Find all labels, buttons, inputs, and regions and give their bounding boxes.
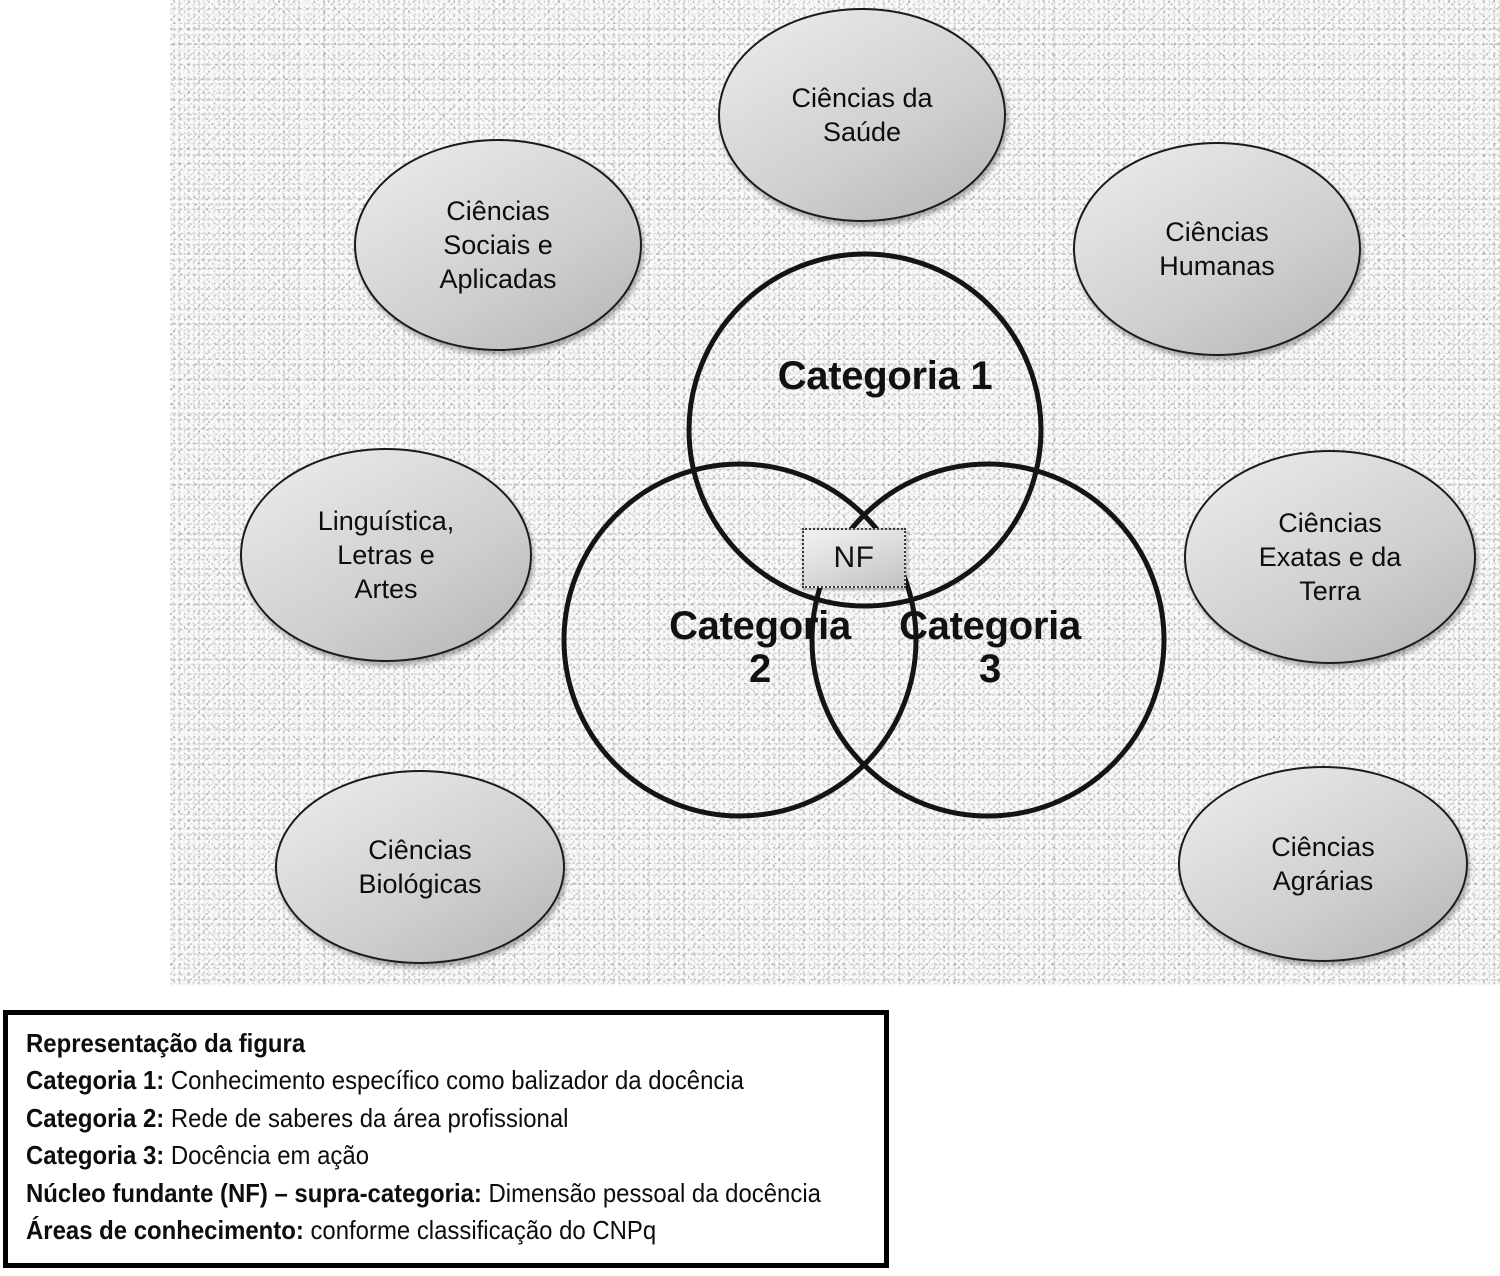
nucleo-fundante-box: NF (802, 528, 906, 588)
legend-box: Representação da figura Categoria 1: Con… (3, 1010, 889, 1268)
nucleo-fundante-label: NF (833, 541, 875, 574)
legend-row-categoria-1: Categoria 1: Conhecimento específico com… (26, 1062, 815, 1099)
area-ellipse-ciencias-sociais-e-aplicadas: Ciências Sociais e Aplicadas (354, 139, 642, 351)
legend-row-label: Áreas de conhecimento: (26, 1215, 304, 1246)
area-ellipse-ciencias-humanas: Ciências Humanas (1073, 142, 1361, 356)
venn-circle-categoria-2 (561, 461, 919, 819)
area-ellipse-ciencias-agrarias: Ciências Agrárias (1178, 766, 1468, 962)
legend-row-areas-de-conhecimento: Áreas de conhecimento: conforme classifi… (26, 1212, 815, 1249)
legend-row-value: Dimensão pessoal da docência (481, 1177, 821, 1208)
legend-row-label: Categoria 2: (26, 1102, 165, 1133)
legend-row-value: Rede de saberes da área profissional (164, 1102, 569, 1133)
venn-label-categoria-3: Categoria 3 (899, 604, 1081, 692)
legend-title: Representação da figura (26, 1025, 815, 1062)
area-ellipse-ciencias-da-saude: Ciências da Saúde (718, 8, 1006, 222)
figure-canvas: Categoria 1 Categoria 2 Categoria 3 NF C… (170, 0, 1500, 986)
legend-row-categoria-2: Categoria 2: Rede de saberes da área pro… (26, 1100, 815, 1137)
legend-title-text: Representação da figura (26, 1028, 306, 1058)
legend-row-value: conforme classificação do CNPq (303, 1215, 657, 1246)
venn-label-categoria-2: Categoria 2 (669, 604, 851, 692)
legend-row-label: Núcleo fundante (NF) – supra-categoria: (26, 1177, 482, 1208)
legend-row-value: Docência em ação (164, 1140, 370, 1171)
area-ellipse-ciencias-biologicas: Ciências Biológicas (275, 770, 565, 964)
legend-row-value: Conhecimento específico como balizador d… (164, 1065, 744, 1096)
legend-row-nucleo-fundante: Núcleo fundante (NF) – supra-categoria: … (26, 1175, 821, 1212)
venn-circle-categoria-3 (809, 461, 1167, 819)
legend-row-label: Categoria 3: (26, 1140, 165, 1171)
venn-circle-categoria-1 (686, 251, 1044, 609)
legend-row-categoria-3: Categoria 3: Docência em ação (26, 1137, 815, 1174)
area-ellipse-linguistica-letras-e-artes: Linguística, Letras e Artes (240, 448, 532, 662)
venn-label-categoria-1: Categoria 1 (777, 354, 993, 398)
legend-row-label: Categoria 1: (26, 1065, 165, 1096)
area-ellipse-ciencias-exatas-e-da-terra: Ciências Exatas e da Terra (1184, 450, 1476, 664)
venn-diagram (561, 251, 1167, 819)
